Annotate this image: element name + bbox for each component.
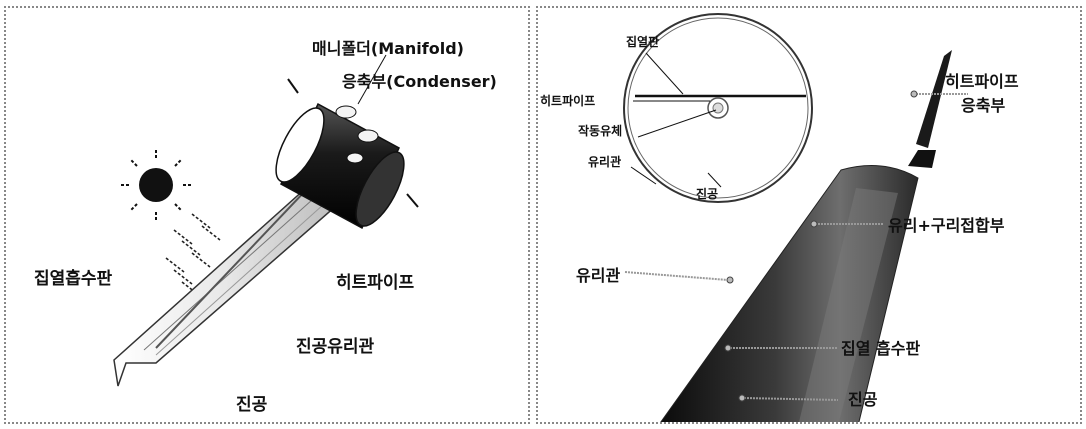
manifold-cylinder [275,102,405,230]
heatpipe-label: 히트파이프 [336,273,415,293]
absorber-label: 집열흡수판 [34,269,113,289]
glass-tube-label: 유리관 [576,266,621,285]
inset-collector-plate-label: 집열판 [626,35,660,49]
sun-icon [119,148,193,222]
sunlight-rays [165,213,221,297]
leader-lines [624,93,968,401]
heatpipe-condenser-label-line1: 히트파이프 [945,72,1019,91]
inset-glass-tube-label: 유리관 [588,155,622,169]
inset-working-fluid-label: 작동유체 [578,124,623,138]
heatpipe-condenser-label-line2: 응축부 [961,96,1006,115]
right-diagram-svg [623,13,968,422]
evacuated-tube-body [660,165,919,422]
condenser-label: 응축부(Condenser) [342,72,497,91]
cross-section-inset [623,13,813,203]
left-diagram-panel: 매니폴더(Manifold) 응축부(Condenser) 집열흡수판 히트파이… [4,6,530,424]
manifold-leader [357,54,387,105]
vacuum-label: 진공 [236,395,268,415]
manifold-label: 매니폴더(Manifold) [312,39,464,58]
inset-heatpipe-label: 히트파이프 [540,94,596,108]
left-diagram-svg [113,54,419,387]
leader-dots [724,90,918,402]
glass-copper-joint-label: 유리+구리접합부 [888,216,1005,235]
inset-vacuum-label: 진공 [696,187,719,201]
vacuum-tube-label: 진공유리관 [296,337,375,357]
heatpipe-condenser-tip [908,50,952,168]
flow-arrows [287,78,419,208]
vacuum-label-right: 진공 [848,390,878,409]
right-diagram-panel: 집열판 히트파이프 작동유체 유리관 진공 히트파이프 응축부 유리+구리접합부… [536,6,1082,424]
absorber-plate-label: 집열 흡수판 [841,339,921,358]
